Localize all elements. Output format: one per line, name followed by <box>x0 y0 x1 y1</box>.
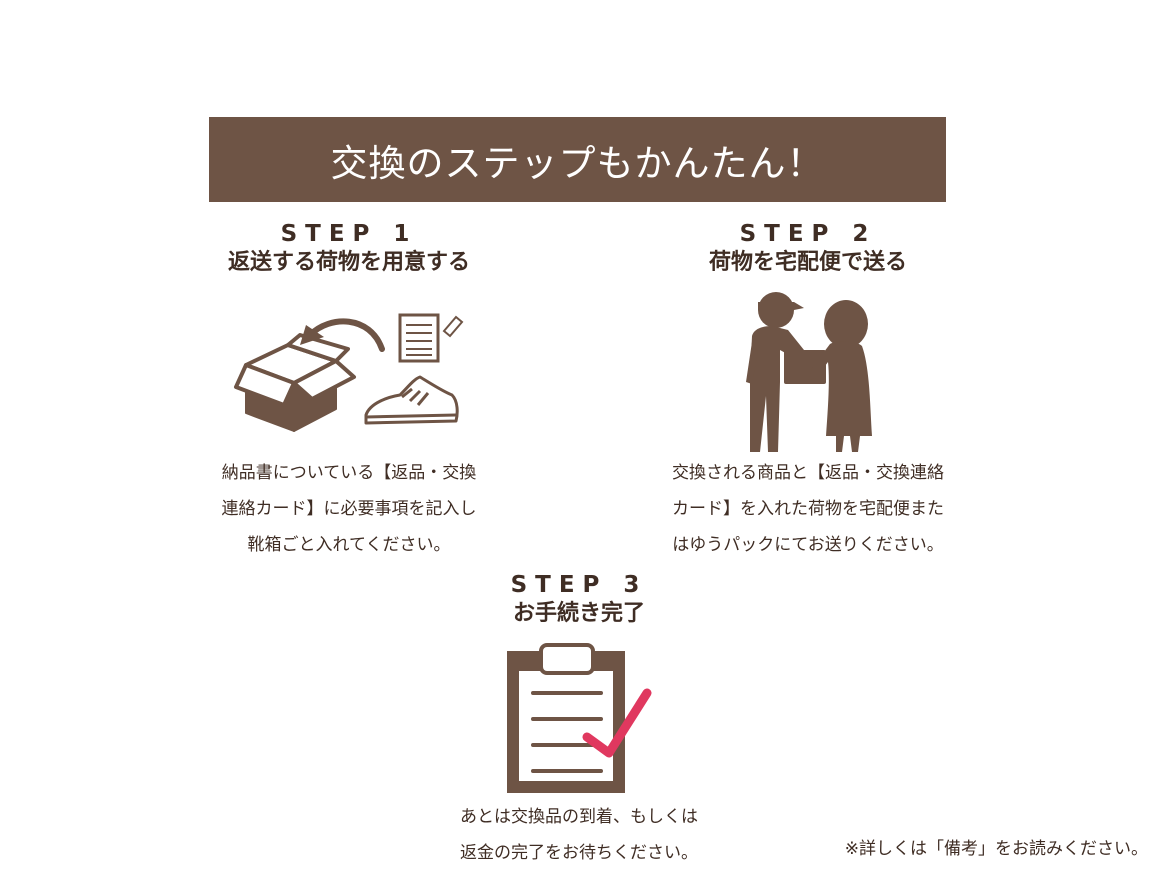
step-3-label: STEP 3 <box>510 572 648 598</box>
check-mark-icon <box>582 688 652 758</box>
delivery-person-icon <box>746 292 804 452</box>
step-2-description: 交換される商品と【返品・交換連絡 カード】を入れた荷物を宅配便また はゆうパック… <box>638 455 978 563</box>
step-2-desc-line: 交換される商品と【返品・交換連絡 <box>672 463 944 483</box>
header-banner: 交換のステップもかんたん！ <box>209 117 946 202</box>
step-2-title: 荷物を宅配便で送る <box>708 250 907 275</box>
step-2-desc-line: はゆうパックにてお送りください。 <box>672 535 944 555</box>
delivery-handover-icon <box>746 292 872 452</box>
step-1-desc-line: 納品書についている【返品・交換 <box>221 463 477 483</box>
box-shoes-document-icon <box>234 313 464 432</box>
footnote: ※詳しくは「備考」をお読みください。 <box>844 839 1148 859</box>
step-3-title: お手続き完了 <box>512 601 645 626</box>
step-2-heading: STEP 2 荷物を宅配便で送る <box>668 220 948 278</box>
document-icon <box>398 313 464 363</box>
step-1-title: 返送する荷物を用意する <box>227 250 470 275</box>
step-2-label: STEP 2 <box>739 221 877 247</box>
sneaker-icon <box>364 375 459 425</box>
step-1-description: 納品書についている【返品・交換 連絡カード】に必要事項を記入し 靴箱ごと入れてく… <box>179 455 519 563</box>
box-icon <box>234 333 356 432</box>
step-1-heading: STEP 1 返送する荷物を用意する <box>209 220 489 278</box>
clipboard-check-icon <box>507 643 652 793</box>
step-3-desc-line: 返金の完了をお待ちください。 <box>460 843 698 863</box>
step-1-label: STEP 1 <box>280 221 418 247</box>
recipient-icon <box>808 300 872 452</box>
step-3-description: あとは交換品の到着、もしくは 返金の完了をお待ちください。 <box>409 799 749 871</box>
step-1-desc-line: 靴箱ごと入れてください。 <box>247 535 451 555</box>
curved-arrow-icon <box>307 318 385 352</box>
step-2-desc-line: カード】を入れた荷物を宅配便また <box>672 499 944 519</box>
step-3-heading: STEP 3 お手続き完了 <box>439 571 719 629</box>
banner-title: 交換のステップもかんたん！ <box>330 141 825 185</box>
step-1-desc-line: 連絡カード】に必要事項を記入し <box>221 499 477 519</box>
step-3-desc-line: あとは交換品の到着、もしくは <box>460 807 698 827</box>
